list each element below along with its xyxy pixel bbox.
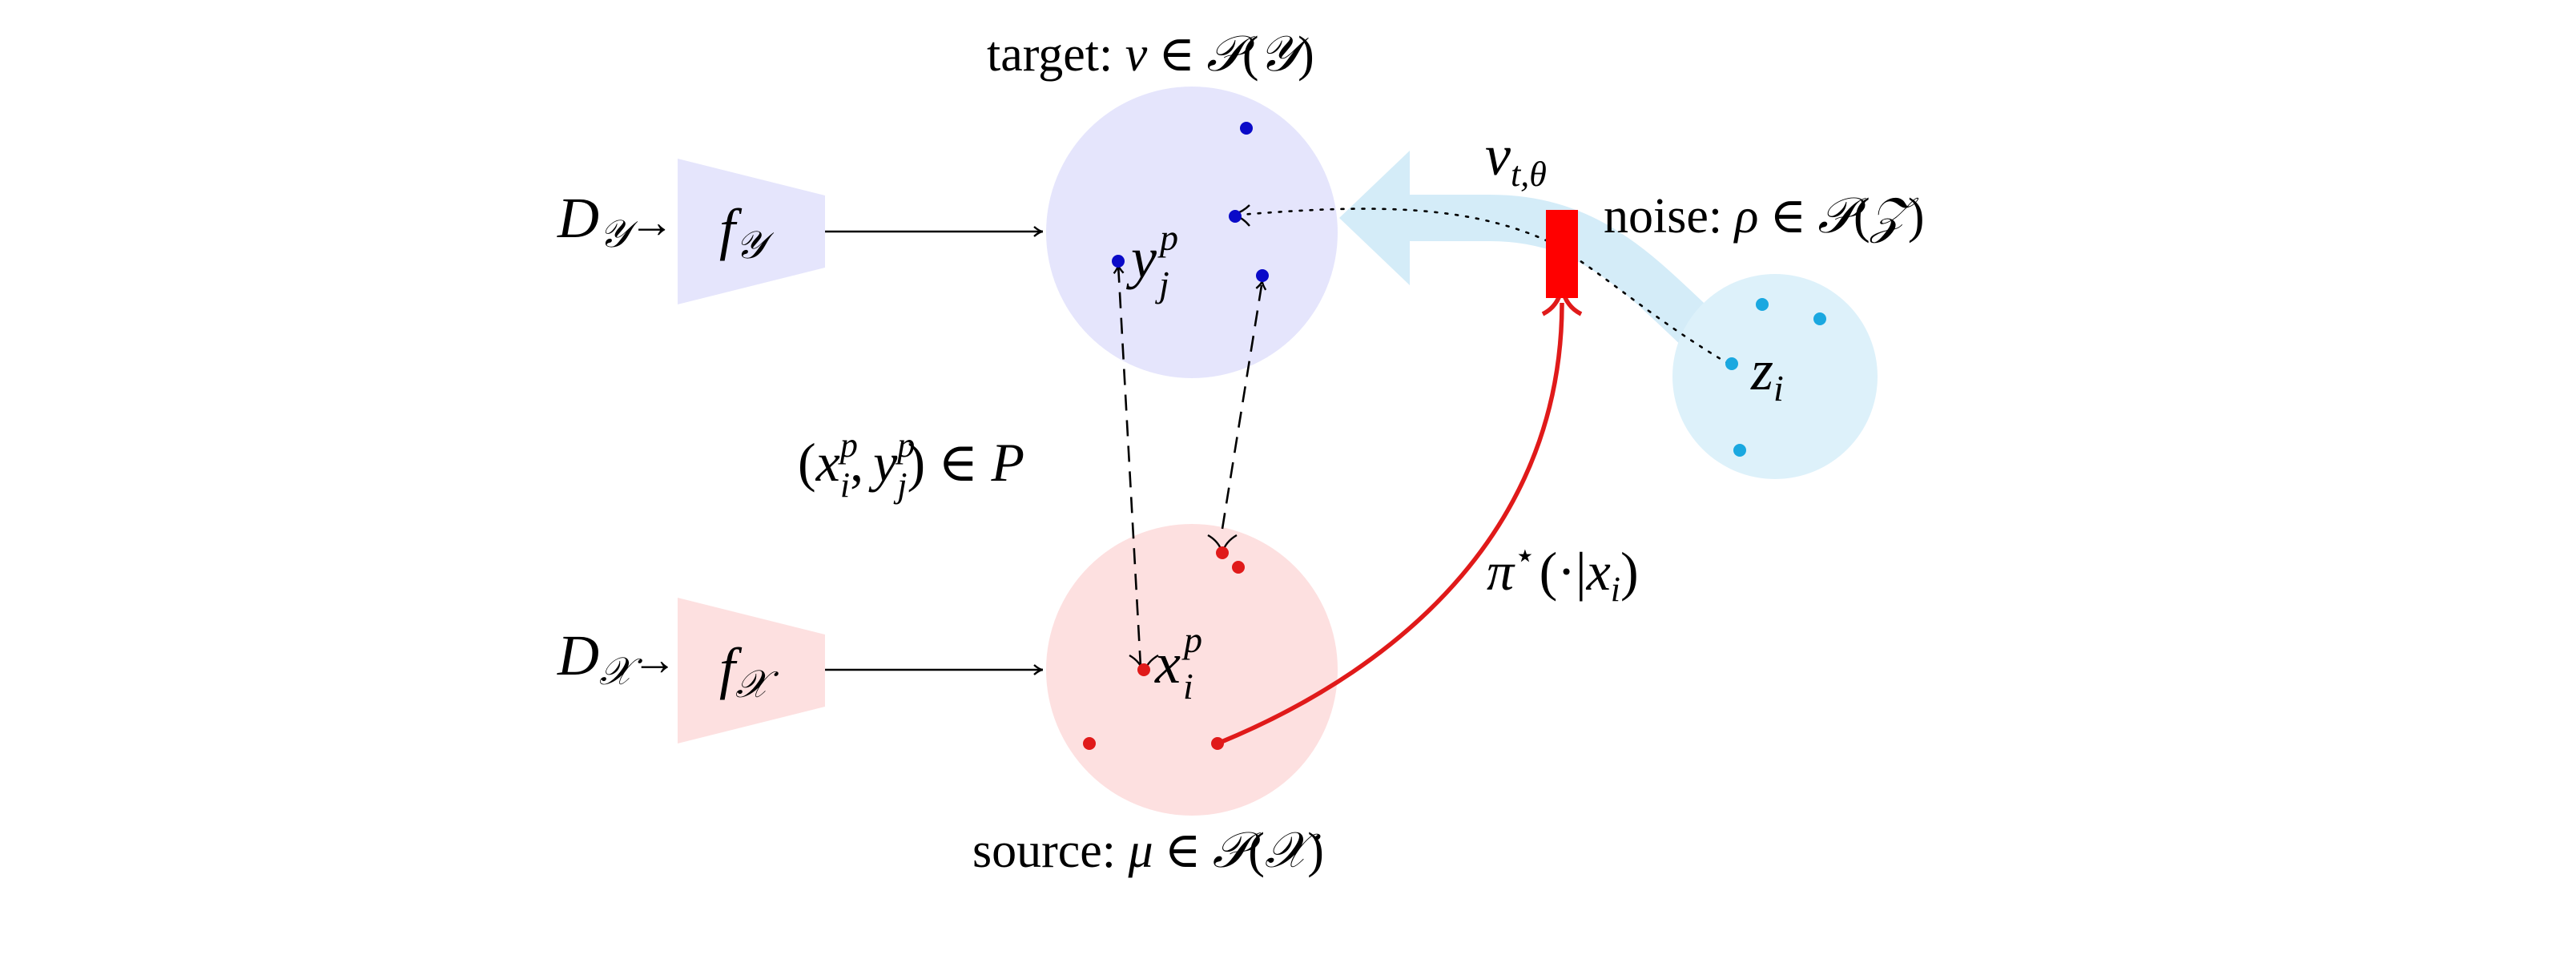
pair-comma: , bbox=[850, 432, 863, 493]
target-label: target: ν∈𝒫(𝒴) bbox=[987, 24, 1314, 83]
noise-point-label: zi bbox=[1750, 338, 1784, 409]
flow-arrow-head bbox=[1339, 151, 1410, 285]
source-point bbox=[1137, 663, 1150, 676]
source-points bbox=[1083, 546, 1245, 750]
z-var: z bbox=[1750, 338, 1773, 402]
pi-bar: | bbox=[1576, 541, 1587, 602]
y-sup: p bbox=[1157, 217, 1178, 258]
y-sub: j bbox=[1155, 264, 1169, 304]
vector-field-bar bbox=[1546, 210, 1578, 298]
source-point bbox=[1083, 737, 1096, 750]
data-d: D bbox=[557, 623, 599, 687]
pair-y: y bbox=[868, 432, 898, 493]
data-x-arrow: → bbox=[632, 635, 677, 685]
pair-lpar: ( bbox=[798, 432, 816, 493]
coupling-curve bbox=[1216, 302, 1564, 746]
noise-point bbox=[1756, 298, 1769, 311]
source-label-text: source: bbox=[972, 824, 1129, 878]
pi-lpar: ( bbox=[1540, 541, 1558, 602]
in-symbol: ∈ bbox=[1158, 27, 1195, 82]
pair-x-sup: p bbox=[838, 425, 858, 465]
x-sup: p bbox=[1181, 619, 1202, 660]
source-var: μ bbox=[1128, 824, 1153, 878]
vector-field-label: vt,θ bbox=[1485, 123, 1547, 194]
pair-y-sup: p bbox=[895, 425, 915, 465]
pair-arrow-2 bbox=[1221, 280, 1267, 530]
encoder-fy-trapezoid bbox=[678, 159, 825, 304]
noise-point bbox=[1725, 357, 1738, 370]
coupling-label: π⋆(·|xi) bbox=[1487, 536, 1639, 609]
data-y-arrow: → bbox=[630, 198, 674, 248]
data-d: D bbox=[557, 186, 599, 250]
rpar: ) bbox=[1908, 189, 1925, 244]
lpar: ( bbox=[1242, 27, 1259, 82]
pi-x-sub: i bbox=[1611, 570, 1620, 609]
noise-point bbox=[1733, 444, 1746, 457]
source-distribution-circle bbox=[1046, 524, 1338, 816]
lpar: ( bbox=[1854, 189, 1870, 244]
noise-points bbox=[1725, 298, 1826, 457]
dotted-trajectory bbox=[1238, 208, 1730, 365]
pair-arrow-1 bbox=[1113, 264, 1142, 667]
target-point bbox=[1229, 210, 1242, 223]
noise-point bbox=[1813, 312, 1826, 325]
rpar: ) bbox=[1298, 27, 1314, 82]
noise-var: ρ bbox=[1733, 189, 1759, 244]
target-point bbox=[1112, 255, 1125, 268]
pair-set: P bbox=[991, 432, 1025, 493]
target-label-text: target: bbox=[987, 27, 1125, 82]
noise-label-text: noise: bbox=[1604, 189, 1735, 244]
source-point bbox=[1232, 561, 1245, 574]
encoder-fx-trapezoid bbox=[678, 598, 825, 743]
pair-in: ∈ bbox=[938, 432, 978, 493]
x-var: x bbox=[1154, 631, 1181, 695]
target-distribution-circle bbox=[1046, 87, 1338, 378]
source-point bbox=[1216, 546, 1229, 559]
y-var: y bbox=[1125, 226, 1157, 290]
source-point bbox=[1211, 737, 1224, 750]
in-symbol: ∈ bbox=[1769, 189, 1806, 244]
noise-distribution-circle bbox=[1672, 274, 1878, 479]
source-label: source: μ∈𝒫(𝒳) bbox=[972, 820, 1324, 879]
pair-x: x bbox=[815, 432, 840, 493]
data-x-label: D𝒳→ bbox=[557, 623, 677, 694]
pi-x: x bbox=[1586, 541, 1611, 602]
data-y-label: D𝒴→ bbox=[557, 186, 674, 256]
in-symbol: ∈ bbox=[1165, 824, 1201, 878]
pair-x-sub: i bbox=[840, 465, 850, 505]
pi-rpar: ) bbox=[1620, 541, 1639, 602]
target-point bbox=[1256, 269, 1269, 282]
pi-star: ⋆ bbox=[1514, 536, 1536, 575]
target-points bbox=[1112, 122, 1269, 282]
target-var: ν bbox=[1125, 27, 1148, 82]
v-var: v bbox=[1485, 123, 1511, 187]
target-point bbox=[1240, 122, 1253, 135]
pi-var: π bbox=[1487, 541, 1515, 602]
v-sub: t,θ bbox=[1511, 155, 1547, 194]
pi-cdot: · bbox=[1557, 541, 1576, 602]
x-sub: i bbox=[1183, 666, 1193, 707]
z-sub: i bbox=[1773, 368, 1784, 409]
rpar: ) bbox=[1307, 824, 1324, 878]
lpar: ( bbox=[1248, 824, 1265, 878]
pair-y-sub: j bbox=[893, 465, 907, 505]
pair-rpar: ) bbox=[908, 432, 926, 493]
noise-label: noise: ρ∈𝒫(𝒵) bbox=[1604, 186, 1924, 244]
